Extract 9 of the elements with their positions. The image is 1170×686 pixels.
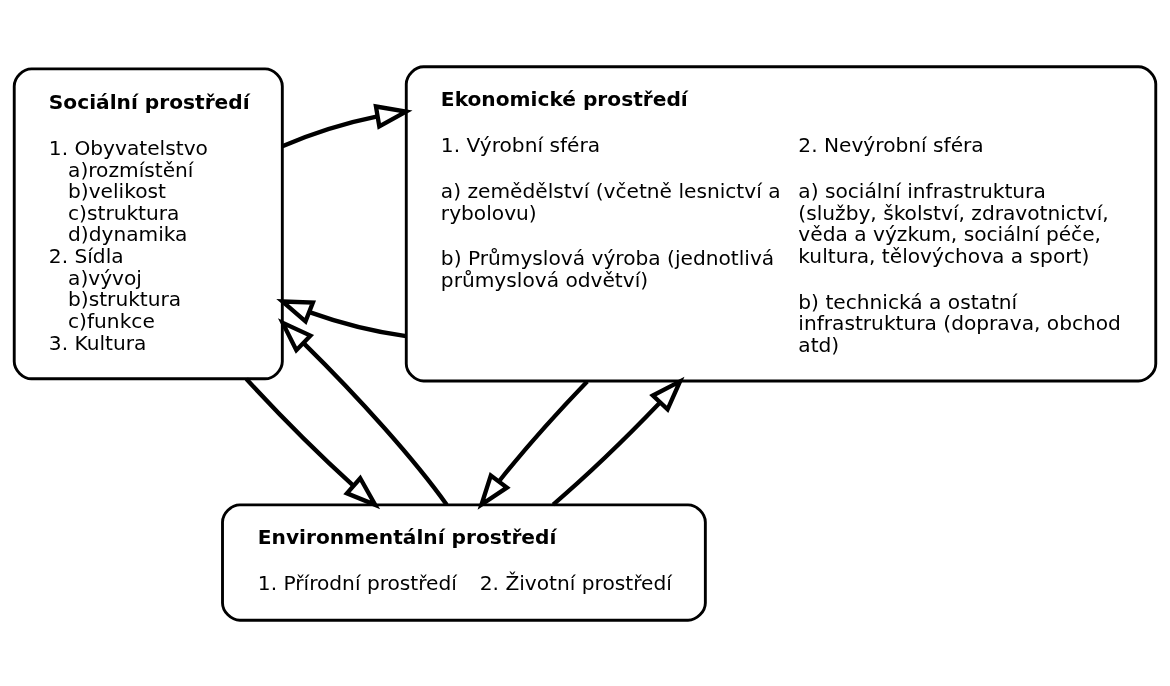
arrow [244, 377, 381, 509]
arrow [281, 103, 413, 148]
arrow [477, 379, 589, 510]
arrow [551, 376, 685, 506]
node-box: Sociální prostředí 1. Obyvatelstvo a)rozmístění b)velikost c)struktura d)dynamika 2. Sídla a)vývoj b)struktura c)funkce 3. Kultura [12, 67, 284, 380]
arrow [277, 317, 449, 506]
node-box: Environmentální prostředí 1. Přírodní prostředí 2. Životní prostředí [221, 503, 707, 622]
node-box: Ekonomické prostředí 1. Výrobní sféra a) zemědělství (včetně lesnictví a rybolovu) b) Průmyslová výroba (jednotlivá průmyslová odvětví) 2. Nevýrobní sféra a) sociální infrastruktura (služby, školství, zdravotnictví, věda a výzkum, sociální péče, kultura, tělovýchova a sport) b) technická a ostatní infrastruktura (doprava, obchod atd) [404, 64, 1158, 382]
arrow [276, 298, 407, 338]
